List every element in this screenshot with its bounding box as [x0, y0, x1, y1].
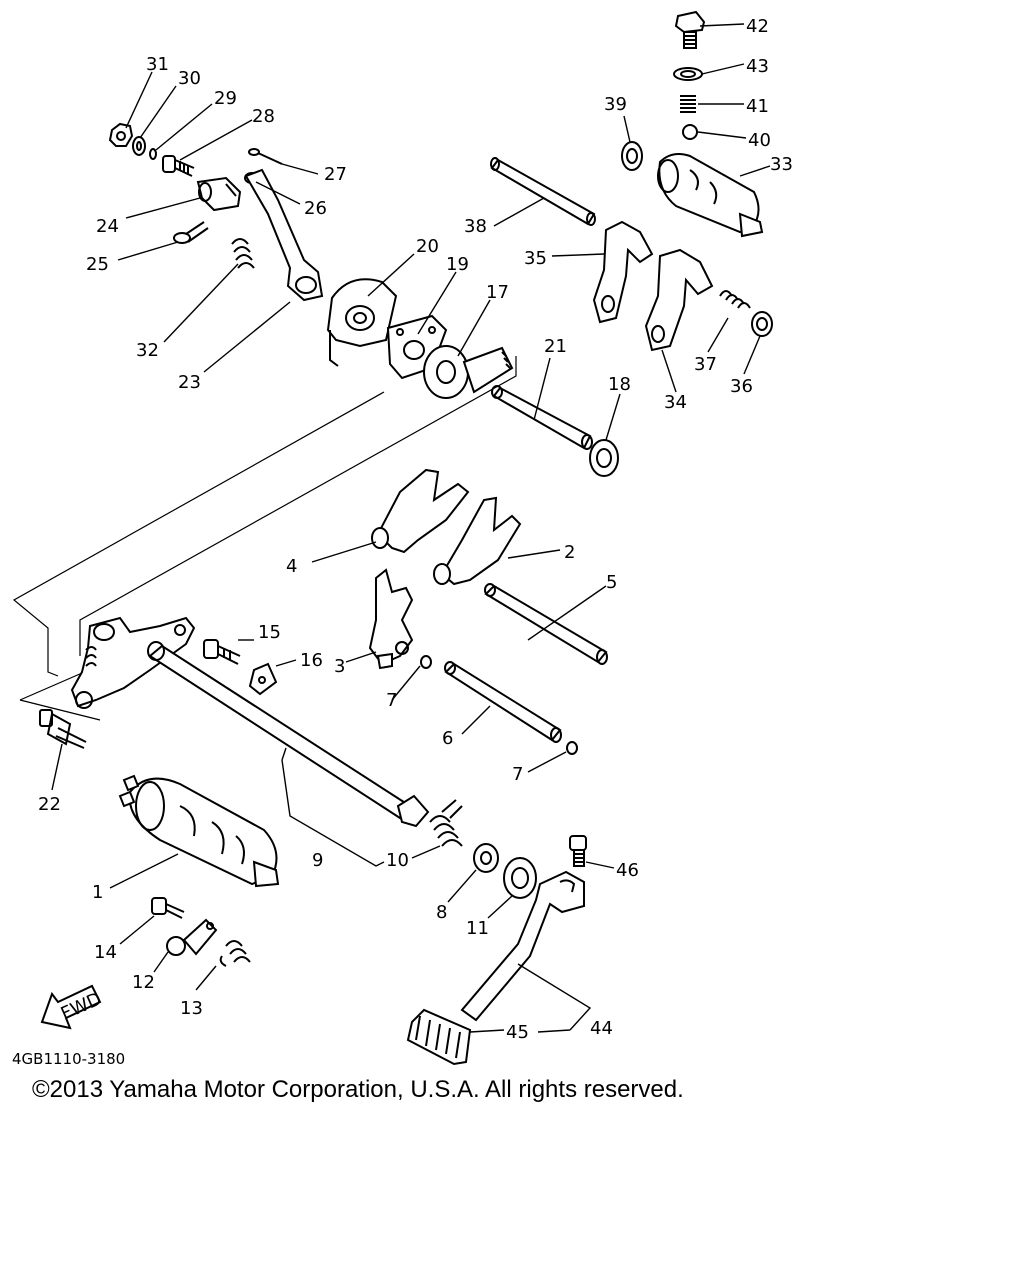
- part-7-ring-upper: [420, 655, 432, 669]
- part-20-guide-plate: [326, 278, 398, 367]
- part-21-shaft: [491, 385, 593, 450]
- part-31-nut: [108, 122, 134, 147]
- callout-41: 41: [746, 96, 769, 117]
- diagram-code: 4GB1110-3180: [12, 1050, 125, 1068]
- part-11-seal: [503, 857, 537, 899]
- part-7-ring-lower: [566, 741, 578, 755]
- callout-labels: 31 30 29 28 27 26 24 25 32 23 20 19 17 3…: [12, 16, 793, 1068]
- part-10-spring: [429, 799, 463, 847]
- part-4-shift-fork: [371, 468, 470, 554]
- part-3-shift-fork: [368, 568, 414, 670]
- part-15-bolt: [203, 639, 241, 665]
- callout-33: 33: [770, 154, 793, 175]
- callout-25: 25: [86, 254, 109, 275]
- callout-38: 38: [464, 216, 487, 237]
- part-18-seal: [589, 439, 619, 477]
- callout-44: 44: [590, 1018, 613, 1039]
- part-42-bolt: [674, 10, 706, 49]
- callout-35: 35: [524, 248, 547, 269]
- callout-36: 36: [730, 376, 753, 397]
- part-27-pin: [248, 148, 283, 165]
- part-9-shift-shaft: [147, 641, 430, 828]
- part-44-shift-pedal: [460, 870, 585, 1022]
- part-45-pedal-rubber: [406, 1008, 472, 1066]
- callout-22: 22: [38, 794, 61, 815]
- callout-7-upper: 7: [386, 690, 397, 711]
- part-36-washer: [751, 311, 773, 337]
- callout-43: 43: [746, 56, 769, 77]
- callout-26: 26: [304, 198, 327, 219]
- callout-11: 11: [466, 918, 489, 939]
- part-38-shaft: [490, 157, 596, 226]
- part-17-segment: [423, 345, 514, 399]
- callout-6: 6: [442, 728, 453, 749]
- part-13-spring: [219, 940, 251, 967]
- part-41-spring: [680, 95, 696, 113]
- callout-20: 20: [416, 236, 439, 257]
- callout-13: 13: [180, 998, 203, 1019]
- exploded-parts-diagram: FWD: [12, 10, 793, 1068]
- callout-4: 4: [286, 556, 297, 577]
- part-35-shift-fork: [592, 220, 654, 324]
- part-30-washer: [132, 136, 146, 156]
- callout-16: 16: [300, 650, 323, 671]
- part-14-bolt: [151, 897, 185, 919]
- leader-lines: [51, 23, 771, 1033]
- copyright-notice: ©2013 Yamaha Motor Corporation, U.S.A. A…: [32, 1076, 684, 1103]
- part-33-shift-drum: [657, 153, 764, 238]
- callout-32: 32: [136, 340, 159, 361]
- callout-45: 45: [506, 1022, 529, 1043]
- part-29-ring: [149, 148, 157, 160]
- part-6-shaft: [444, 661, 562, 743]
- part-16-plate: [248, 662, 278, 696]
- part-32-spring: [231, 238, 255, 269]
- part-28-bolt: [162, 155, 195, 177]
- part-12-stopper: [166, 918, 218, 956]
- callout-15: 15: [258, 622, 281, 643]
- callout-31: 31: [146, 54, 169, 75]
- callout-28: 28: [252, 106, 275, 127]
- callout-23: 23: [178, 372, 201, 393]
- callout-34: 34: [664, 392, 687, 413]
- part-24-joint: [196, 176, 242, 212]
- callout-3: 3: [334, 656, 345, 677]
- fwd-arrow-icon: FWD: [40, 984, 105, 1030]
- part-2-shift-fork: [433, 496, 522, 586]
- part-37-spring: [719, 290, 751, 309]
- callout-10: 10: [386, 850, 409, 871]
- part-39-seal: [621, 141, 643, 171]
- part-22-bolt: [39, 709, 87, 749]
- callout-24: 24: [96, 216, 119, 237]
- callout-7-lower: 7: [512, 764, 523, 785]
- callout-8: 8: [436, 902, 447, 923]
- part-1-shift-drum: [118, 774, 280, 888]
- callout-42: 42: [746, 16, 769, 37]
- callout-29: 29: [214, 88, 237, 109]
- callout-19: 19: [446, 254, 469, 275]
- part-34-shift-fork: [644, 248, 714, 352]
- part-25-pin: [173, 221, 209, 244]
- shift-arm-assembly: [70, 616, 196, 709]
- callout-14: 14: [94, 942, 117, 963]
- part-8-washer: [473, 843, 499, 873]
- callout-27: 27: [324, 164, 347, 185]
- part-43-washer: [673, 67, 703, 81]
- part-40-ball: [682, 124, 698, 140]
- callout-46: 46: [616, 860, 639, 881]
- callout-1: 1: [92, 882, 103, 903]
- callout-37: 37: [694, 354, 717, 375]
- callout-17: 17: [486, 282, 509, 303]
- callout-30: 30: [178, 68, 201, 89]
- callout-9: 9: [312, 850, 323, 871]
- callout-5: 5: [606, 572, 617, 593]
- part-46-bolt: [569, 835, 587, 867]
- callout-18: 18: [608, 374, 631, 395]
- part-5-shaft: [484, 583, 608, 665]
- callout-39: 39: [604, 94, 627, 115]
- callout-40: 40: [748, 130, 771, 151]
- part-23-shift-lever: [244, 168, 324, 302]
- callout-21: 21: [544, 336, 567, 357]
- callout-2: 2: [564, 542, 575, 563]
- callout-12: 12: [132, 972, 155, 993]
